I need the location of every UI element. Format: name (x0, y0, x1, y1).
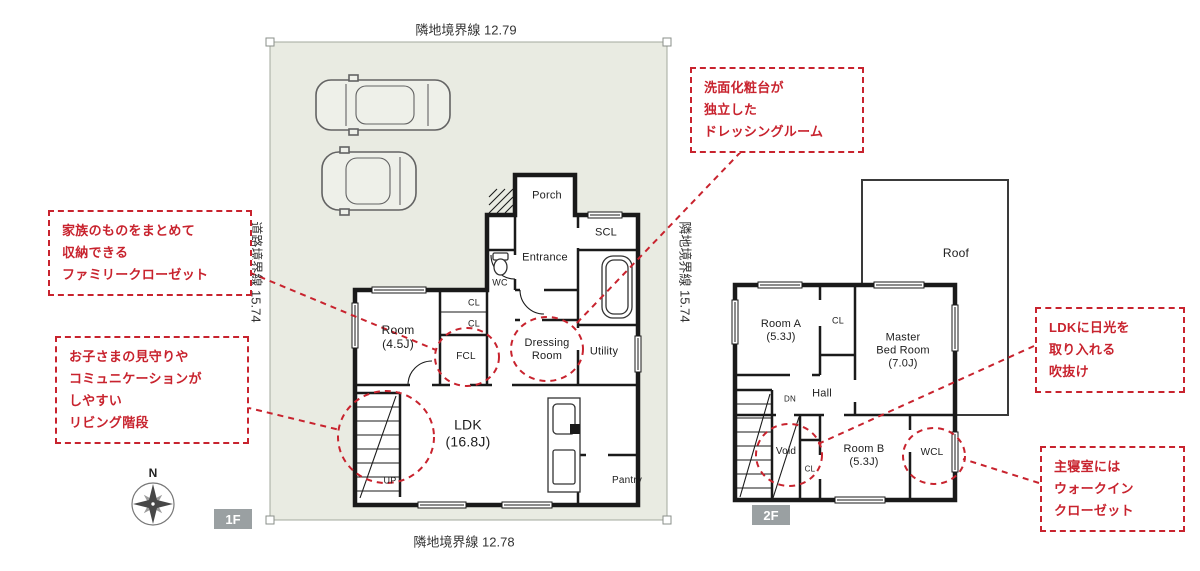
label-porch: Porch (532, 189, 562, 202)
label-scl: SCL (595, 226, 617, 239)
car-icon-1 (315, 74, 451, 136)
lot-corner-marker (265, 37, 275, 47)
callout-dressing-room: 洗面化粧台が 独立した ドレッシングルーム (690, 67, 864, 154)
floor-plan-2f (731, 179, 1009, 504)
stairs-2f (735, 393, 772, 498)
lot-corner-marker (662, 37, 672, 47)
boundary-label-bottom: 隣地境界線 12.78 (413, 534, 515, 550)
label-wcl: WCL (920, 447, 944, 459)
label-cl-2: CL (468, 318, 480, 329)
toilet-icon (492, 252, 509, 276)
bathtub-icon (601, 255, 633, 319)
callout-walk-in-closet: 主寝室には ウォークイン クローゼット (1040, 446, 1185, 533)
kitchen-stove (552, 449, 576, 485)
windows-2f (731, 281, 959, 504)
label-room-b: Room B (5.3J) (843, 443, 885, 468)
label-room-a: Room A (5.3J) (760, 318, 802, 343)
label-roof: Roof (942, 245, 970, 260)
label-master: Master Bed Room (7.0J) (876, 331, 930, 370)
label-fcl: FCL (456, 351, 476, 363)
lot-corner-marker (265, 515, 275, 525)
label-void: Void (775, 446, 797, 458)
column (570, 424, 580, 434)
lot-corner-marker (662, 515, 672, 525)
entrance-steps (488, 188, 514, 214)
compass-rose-icon (131, 482, 175, 526)
callout-living-stairs: お子さまの見守りや コミュニケーションが しやすい リビング階段 (55, 336, 249, 445)
label-dn: DN (784, 394, 796, 404)
connector-wcl (962, 458, 1040, 484)
compass-north-label: N (148, 466, 158, 480)
windows-1f (351, 211, 642, 509)
boundary-label-middle: 隣地境界線 15.74 (677, 221, 693, 323)
highlights (223, 135, 1040, 487)
highlight-circle-dressing (510, 316, 584, 382)
label-up: UP (383, 475, 397, 486)
label-wc: WC (492, 277, 508, 288)
label-hall: Hall (812, 387, 832, 400)
stairs-1f (355, 395, 400, 499)
car-icon-2 (321, 146, 417, 216)
label-entrance: Entrance (522, 251, 568, 264)
connector-family-closet (228, 263, 437, 351)
callout-void: LDKに日光を 取り入れる 吹抜け (1035, 307, 1185, 394)
highlight-circle-fcl (434, 327, 500, 387)
floor-plan-1f (351, 172, 642, 509)
highlight-circle-wcl (902, 427, 966, 485)
highlight-circle-stairs (337, 390, 435, 484)
connector-living-stairs (223, 401, 341, 431)
floor-tag-2f: 2F (752, 505, 790, 525)
label-room: Room (4.5J) (381, 322, 415, 351)
boundary-label-top: 隣地境界線 12.79 (415, 22, 517, 38)
label-pantry: Pantry (611, 475, 643, 487)
callout-family-closet: 家族のものをまとめて 収納できる ファミリークローゼット (48, 210, 252, 297)
label-dressing: Dressing Room (524, 337, 570, 362)
label-cl-bottom: CL (804, 464, 816, 474)
label-cl-top: CL (832, 315, 844, 326)
label-cl-1: CL (468, 297, 480, 308)
void-diagonal (772, 416, 800, 499)
kitchen-sink (552, 403, 576, 435)
highlight-circle-void (755, 423, 823, 487)
floor-tag-1f: 1F (214, 509, 252, 529)
label-ldk: LDK (16.8J) (445, 416, 491, 449)
label-utility: Utility (589, 345, 619, 358)
kitchen-counter (547, 397, 581, 493)
